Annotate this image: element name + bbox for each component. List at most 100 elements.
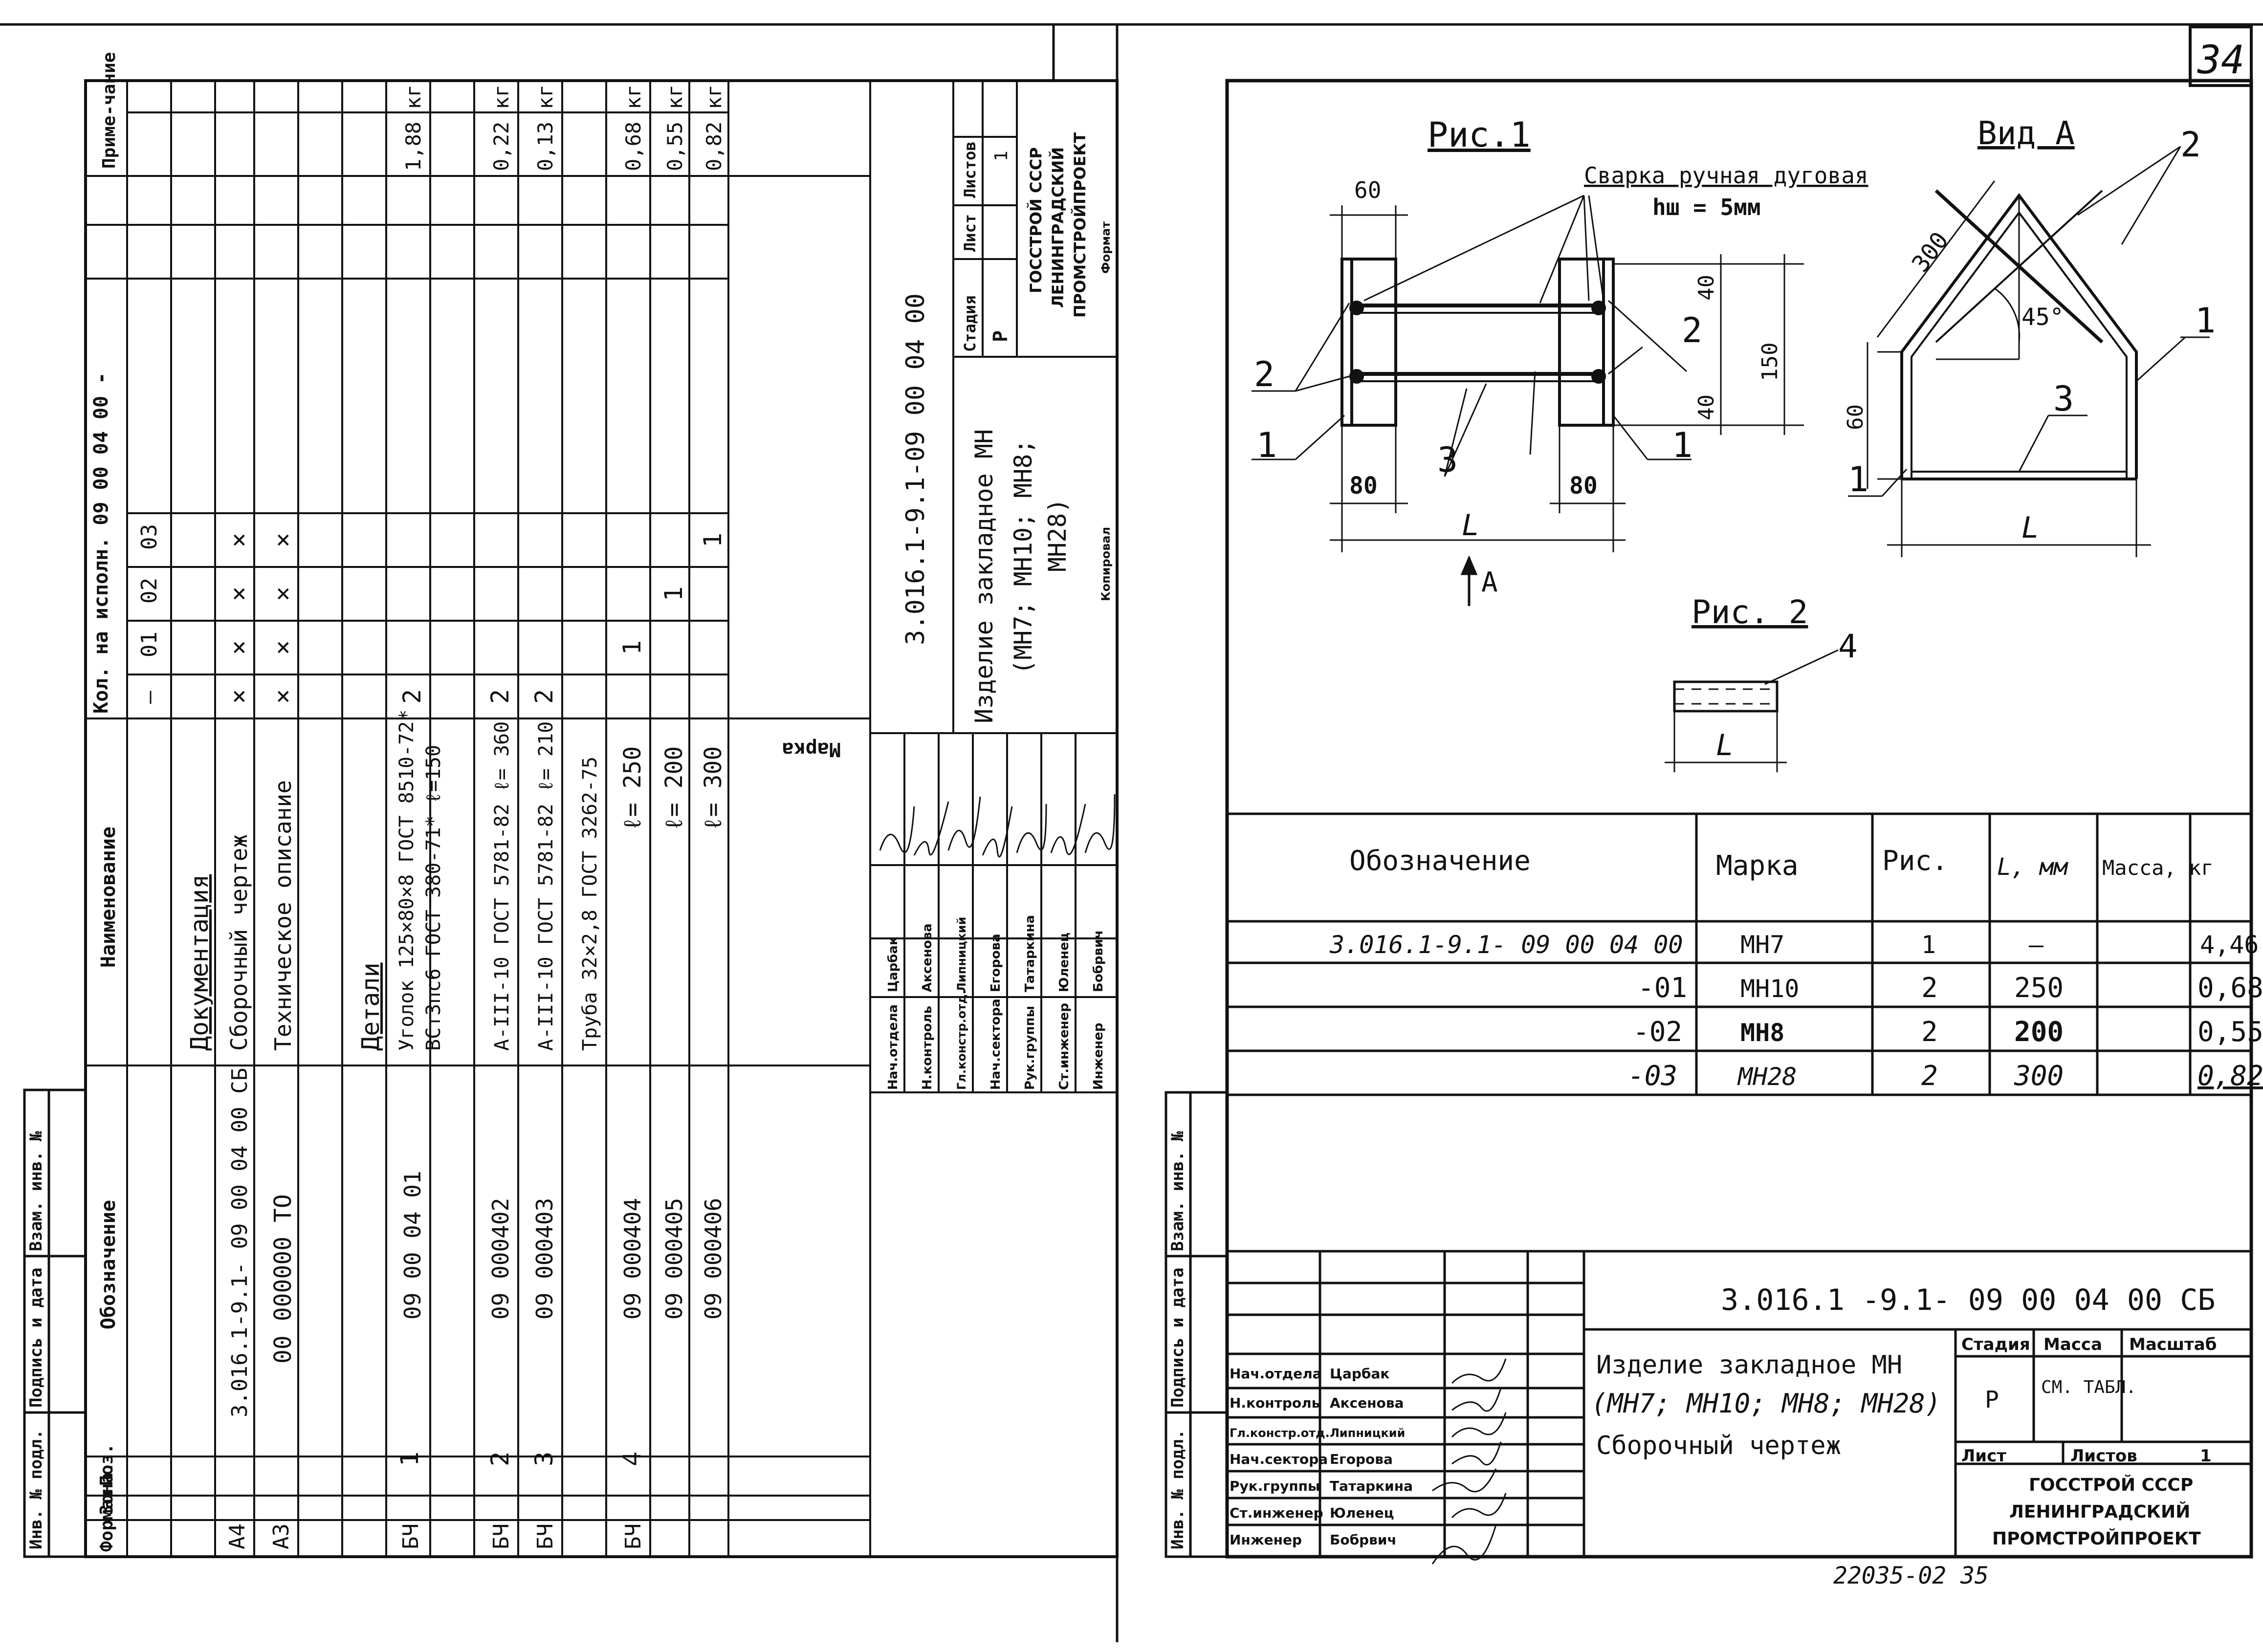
row6-pos: 3 [530,1452,558,1466]
t-r2-c3: 200 [2014,1016,2064,1048]
t-r1-c3: 250 [2014,972,2064,1004]
right-tb-code: 3.016.1 -9.1- 09 00 04 00 СБ [1721,1283,2215,1317]
bottom-code: 22035-02 35 [1833,1562,1989,1589]
staff-name-1: Аксенова [1330,1395,1404,1411]
row2-c3: × [268,533,297,547]
t-r1-c4: 0,68 [2197,972,2263,1004]
right-tb-mass: СМ. ТАБЛ. [2041,1377,2136,1397]
right-signatures [1431,1358,1507,1565]
view-arrow-a: А [1481,566,1498,598]
row1-c2: × [224,587,253,601]
right-tb-title1: Изделие закладное МН [1596,1350,1902,1380]
left-tb-kopiroval: Копировал [1099,527,1113,601]
row1-designation: 3.016.1-9.1- 09 00 04 00 СБ [227,1068,252,1417]
left-staff-name-4: Татаркина [1023,915,1037,992]
table-hdr-fig: Рис. [1882,845,1948,877]
leader-1-view-a: 1 [2195,301,2216,341]
left-title-block-frame [869,80,1118,1093]
row5-name: А-III-10 ГОСТ 5781-82 ℓ= 360 [491,721,513,1051]
t-r1-c1: МН10 [1740,975,1799,1003]
right-tb-scale-label: Масштаб [2129,1335,2217,1354]
left-tb-title2: (МН7; МН10; МН8; [1009,439,1037,674]
row10-designation: 09 000406 [700,1198,726,1320]
row1-c3: × [224,533,253,547]
t-r0-c2: 1 [1921,931,1936,959]
t-r3-c3: 300 [2014,1060,2064,1092]
fig1-title: Рис.1 [1428,115,1531,155]
hdr-designation: Обозначение [97,1200,120,1329]
row2-designation: 00 000000 ТО [269,1194,297,1364]
fig1-drawing [1252,195,1804,606]
staff-name-3: Егорова [1330,1451,1393,1467]
row5-designation: 09 000402 [487,1198,514,1320]
row2-name: Техническое описание [270,780,296,1051]
hdr-zone: Зона. [97,1462,117,1515]
t-r0-c0: 3.016.1-9.1- 09 00 04 00 [1329,931,1683,959]
weld-h: hш = 5мм [1652,194,1761,220]
dim-40a: 40 [1694,275,1719,301]
dim-300: 300 [1907,227,1954,277]
row6-designation: 09 000403 [531,1198,558,1320]
row10-note: 0,82 кг [702,85,726,171]
t-r1-c2: 2 [1921,972,1938,1004]
view-a-title: Вид А [1977,114,2075,152]
fig2-title: Рис. 2 [1692,593,1808,631]
right-stamp-vzam: Взам. инв. № [1168,1131,1187,1251]
t-r3-c0: -03 [1628,1060,1677,1092]
left-staff-role-5: Ст.инженер [1057,1003,1072,1090]
row2-c1: × [268,640,297,655]
spec-table-grid [86,81,871,1557]
row9-note: 0,55 кг [663,85,687,171]
hdr-pos: Поз. [97,1443,117,1486]
left-tb-format: Формат [1099,221,1113,274]
dim-L-view-a: L [2021,511,2039,545]
t-r2-c0: -02 [1633,1016,1682,1048]
right-title-block-frame [1227,1250,2251,1557]
left-stamp-inv: Инв. № подл. [26,1429,46,1549]
left-sheet: Инв. № подл. Подпись и дата Взам. инв. № [23,52,1119,1558]
exec-col-3: 03 [137,524,162,550]
hdr-format: Формат [97,1488,117,1552]
leader-1-view-a-left: 1 [1848,459,1868,500]
left-staff-role-4: Рук.группы [1023,1006,1037,1090]
right-stamp-sign: Подпись и дата [1168,1267,1187,1408]
t-r0-c3: – [2029,931,2044,959]
table-hdr-marka: Марка [1716,850,1799,882]
spec-rows: Документация А4 3.016.1-9.1- 09 00 04 00… [185,85,727,1549]
row5-pos: 2 [486,1452,514,1466]
row5-format: БЧ [489,1523,514,1549]
staff-role-1: Н.контроль [1230,1395,1320,1411]
row4-name2: ВСт3пс6 ГОСТ 380-71* ℓ=150 [422,745,445,1051]
staff-name-6: Бобрвич [1330,1532,1397,1548]
table-hdr-designation: Обозначение [1349,845,1531,877]
staff-role-2: Гл.констр.отд. [1230,1426,1330,1440]
row3-name: Детали [356,962,385,1051]
row5-note: 0,22 кг [489,85,513,171]
dim-40b: 40 [1694,394,1719,420]
leader-1-left: 1 [1256,425,1277,465]
dim-80-right: 80 [1569,472,1598,500]
left-tb-org2: ЛЕНИНГРАДСКИЙ [1049,147,1067,308]
row9-c2: 1 [659,587,688,601]
exec-col-2: 02 [137,578,162,604]
dim-L-fig2: L [1716,728,1734,762]
marka-label: Марка [782,738,841,761]
left-stamp-sign: Подпись и дата [26,1267,46,1408]
row1-c1: × [224,640,253,655]
left-staff-role-6: Инженер [1091,1023,1106,1090]
left-staff-name-6: Бобрвич [1091,930,1106,992]
row1-name: Сборочный чертеж [226,834,252,1051]
left-tb-org3: ПРОМСТРОЙПРОЕКТ [1071,132,1089,318]
t-r3-c2: 2 [1921,1060,1938,1092]
row1-c0: × [224,689,253,704]
row8-name: ℓ= 250 [619,746,646,831]
row8-designation: 09 000404 [619,1198,646,1320]
right-tb-stage-label: Стадия [1961,1335,2030,1354]
row2-c2: × [268,587,297,601]
row8-pos: 4 [618,1452,646,1466]
right-tb-sheets-label: Листов [2070,1446,2137,1466]
hdr-qty: Кол. на исполн. 09 00 04 00 - [90,372,112,714]
left-tb-stage: Р [989,330,1012,342]
dim-L-fig1: L [1462,508,1479,543]
